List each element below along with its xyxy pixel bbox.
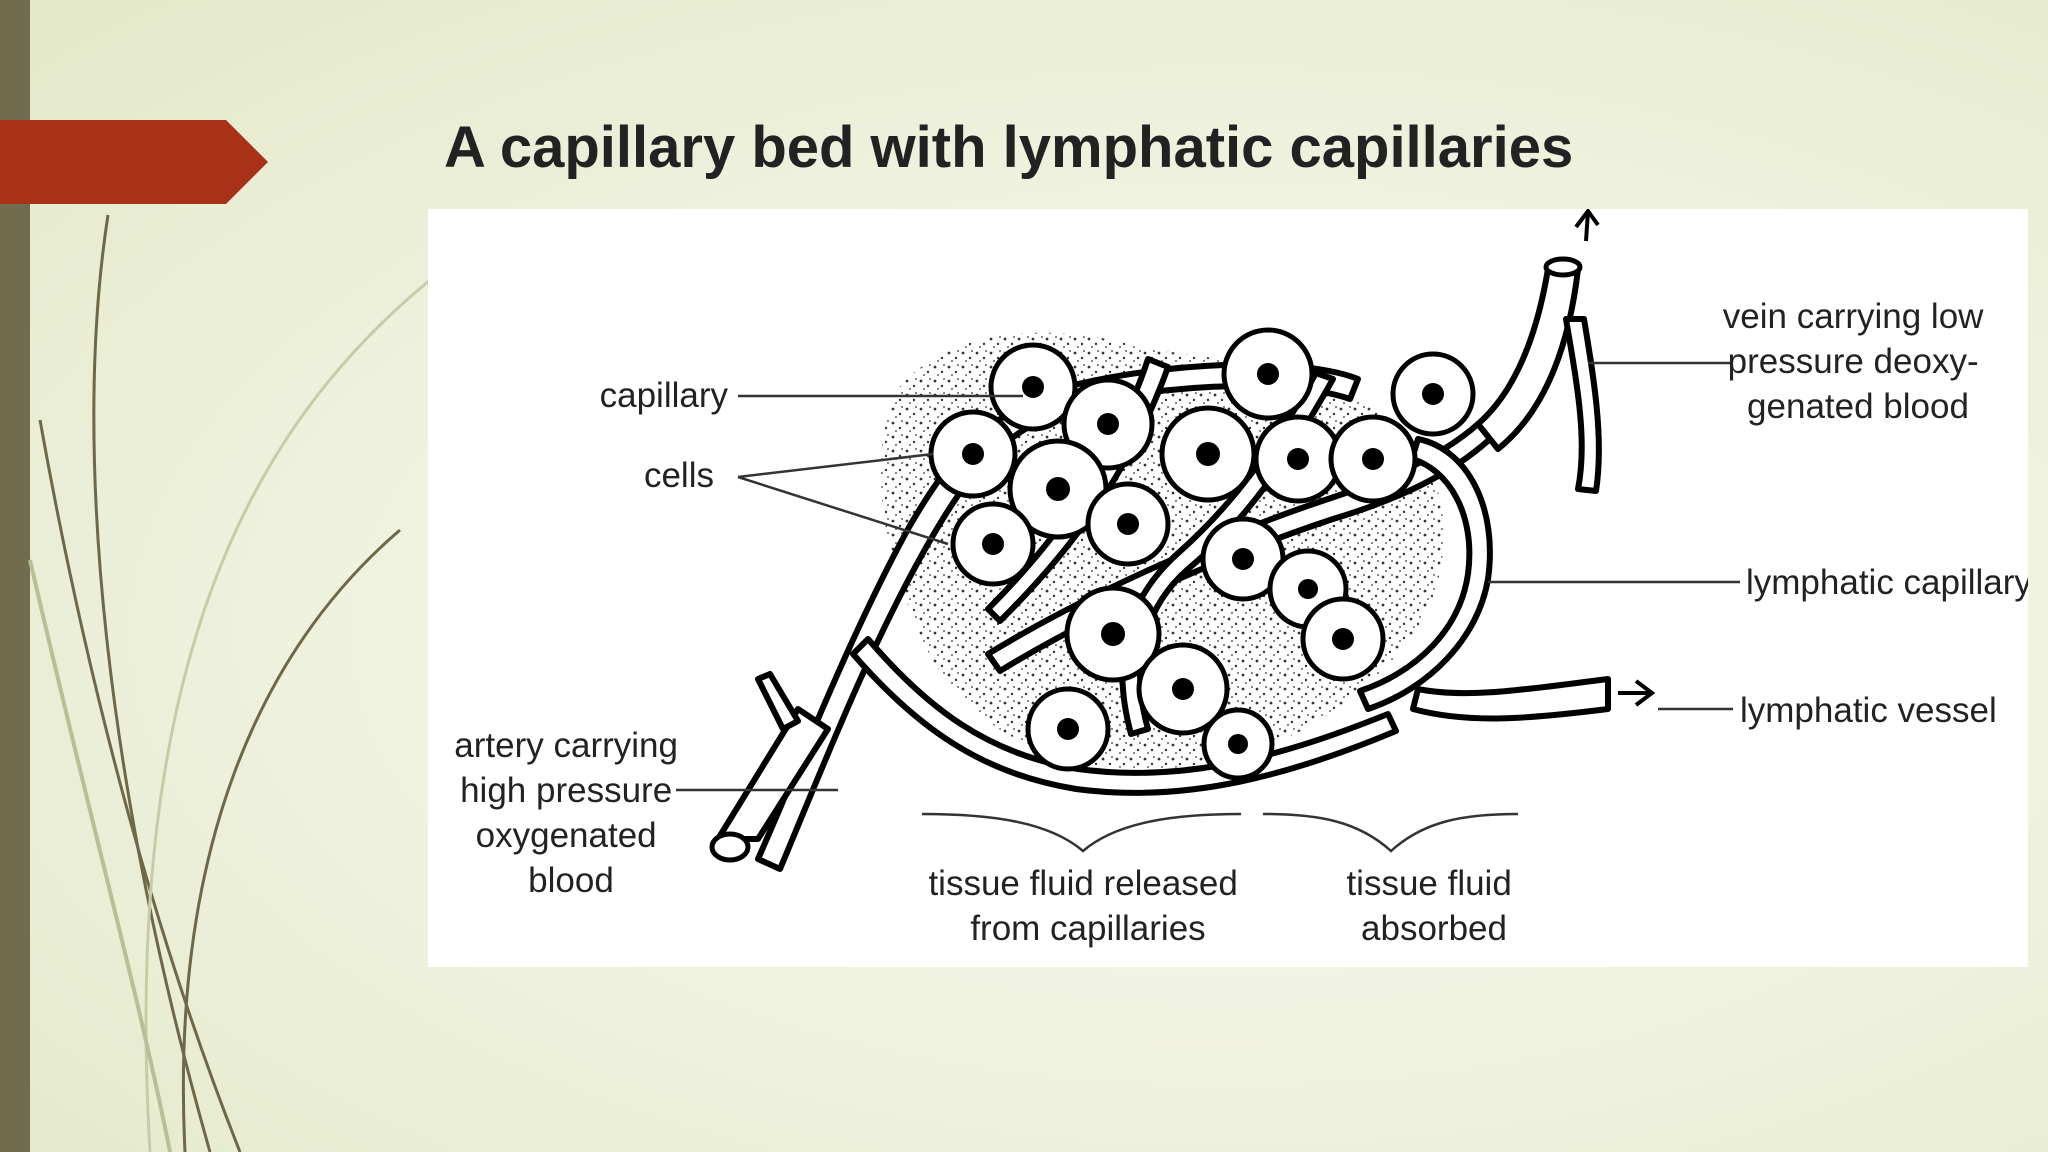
- slide-marker-arrow: [0, 120, 268, 204]
- lymphatic-vessel: [1410, 676, 1611, 722]
- capillary-vessel: [755, 361, 1361, 872]
- label-lymphatic-capillary: lymphatic capillary: [1746, 563, 2028, 602]
- cells-leader-line: [737, 475, 949, 546]
- label-tissue-fluid-absorbed: tissue fluid absorbed: [1346, 864, 1521, 948]
- vein-outflow-arrow: [1574, 209, 1600, 242]
- tissue-cells: [928, 327, 1476, 781]
- label-vein: vein carrying low pressure deoxy- genate…: [1723, 297, 1993, 426]
- capillary-bed-figure: capillary cells artery carrying high pre…: [428, 209, 2028, 967]
- tissue-fluid-absorbed-brace: [1262, 812, 1519, 853]
- label-lymphatic-vessel: lymphatic vessel: [1740, 691, 1997, 730]
- label-artery: artery carrying high pressure oxygenated…: [454, 726, 687, 900]
- lymphatic-capillary: [1357, 436, 1493, 712]
- cells-leader-line: [737, 452, 934, 479]
- label-cells: cells: [644, 456, 714, 495]
- tissue-fluid-released-brace: [921, 812, 1242, 853]
- label-capillary: capillary: [600, 376, 729, 415]
- vein-branch: [1563, 316, 1602, 494]
- artery-branch: [755, 671, 801, 732]
- lymphatic-vessel-arrow: [1618, 679, 1656, 707]
- vein-vessel: [1475, 266, 1581, 452]
- capillary-vessel: [850, 636, 1399, 796]
- slide-title: A capillary bed with lymphatic capillari…: [444, 115, 1574, 180]
- artery-opening: [709, 831, 751, 863]
- label-tissue-fluid-released: tissue fluid released from capillaries: [928, 864, 1247, 948]
- vein-opening: [1543, 256, 1583, 278]
- capillary-bed-diagram: capillary cells artery carrying high pre…: [454, 209, 2028, 948]
- decorative-swooshes: [28, 214, 431, 1152]
